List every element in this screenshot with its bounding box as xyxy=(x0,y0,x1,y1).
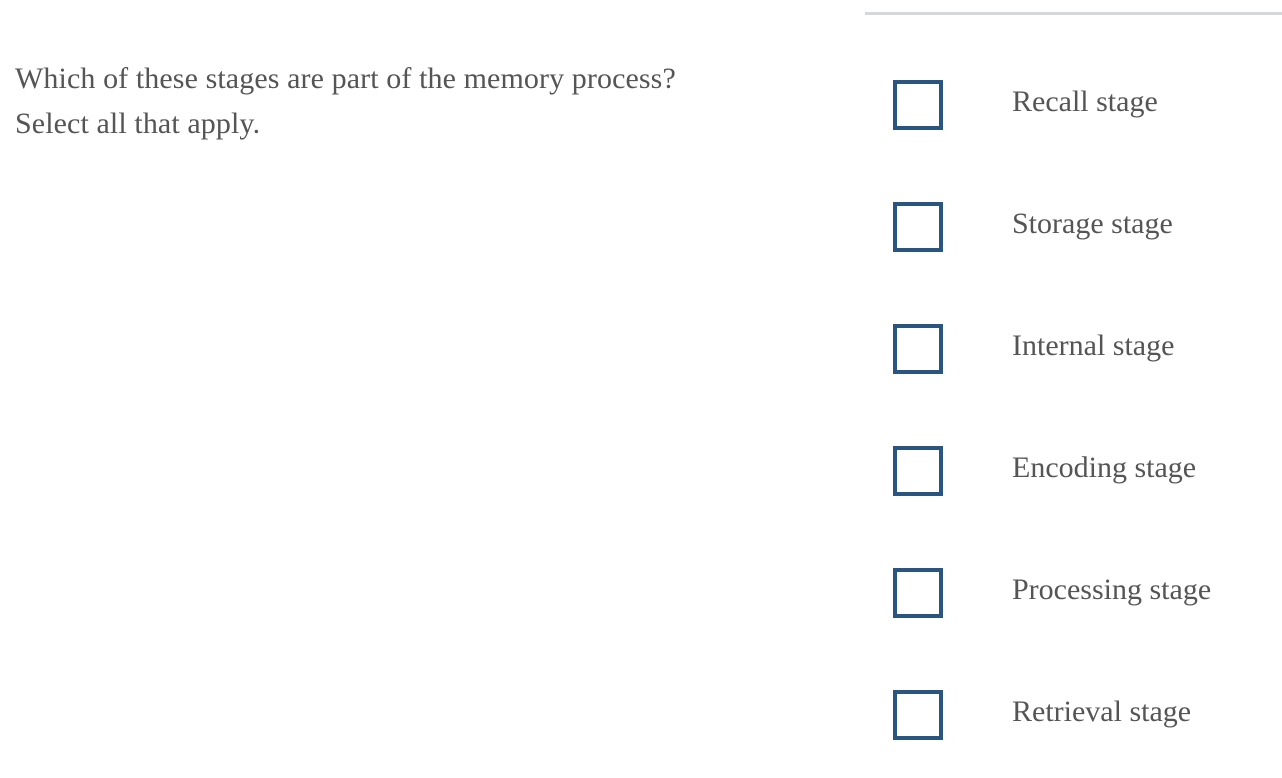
option-row-encoding[interactable]: Encoding stage xyxy=(862,412,1282,534)
checkbox-encoding-stage[interactable] xyxy=(893,446,943,496)
question-text: Which of these stages are part of the me… xyxy=(15,62,676,140)
option-label-internal-stage[interactable]: Internal stage xyxy=(1012,329,1175,362)
options-list: Recall stage Storage stage Internal stag… xyxy=(862,46,1282,778)
checkbox-processing-stage[interactable] xyxy=(893,568,943,618)
checkbox-retrieval-stage[interactable] xyxy=(893,690,943,740)
option-row-recall[interactable]: Recall stage xyxy=(862,46,1282,168)
option-label-retrieval-stage[interactable]: Retrieval stage xyxy=(1012,695,1192,728)
option-label-storage-stage[interactable]: Storage stage xyxy=(1012,207,1173,240)
options-divider xyxy=(865,12,1282,15)
checkbox-storage-stage[interactable] xyxy=(893,202,943,252)
option-row-internal[interactable]: Internal stage xyxy=(862,290,1282,412)
options-panel: Recall stage Storage stage Internal stag… xyxy=(862,0,1282,768)
checkbox-internal-stage[interactable] xyxy=(893,324,943,374)
option-row-processing[interactable]: Processing stage xyxy=(862,534,1282,656)
checkbox-recall-stage[interactable] xyxy=(893,80,943,130)
option-label-processing-stage[interactable]: Processing stage xyxy=(1012,573,1212,606)
option-label-recall-stage[interactable]: Recall stage xyxy=(1012,85,1158,118)
option-row-storage[interactable]: Storage stage xyxy=(862,168,1282,290)
question-panel: Which of these stages are part of the me… xyxy=(15,62,676,140)
option-row-retrieval[interactable]: Retrieval stage xyxy=(862,656,1282,778)
option-label-encoding-stage[interactable]: Encoding stage xyxy=(1012,451,1197,484)
